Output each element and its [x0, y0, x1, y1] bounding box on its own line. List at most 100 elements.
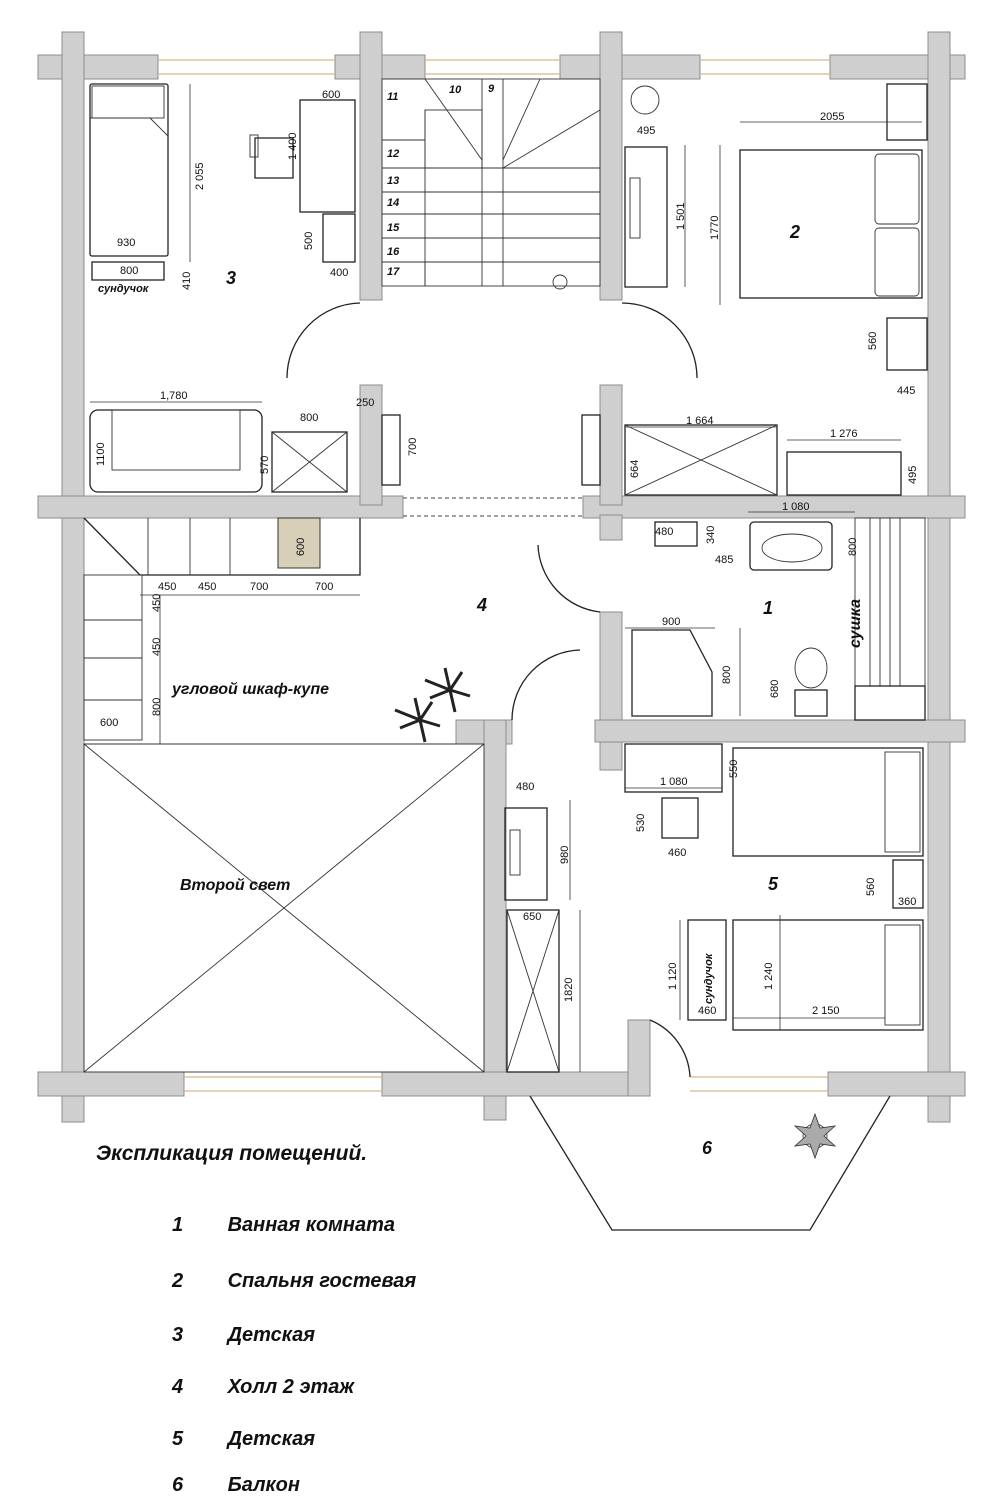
dimension-label: 2 150	[812, 1005, 840, 1017]
dimension-label: 700	[315, 581, 333, 593]
dimension-label: 1 240	[763, 962, 775, 990]
legend-item: 3 Детская	[172, 1324, 315, 1347]
legend-item-name: Детская	[227, 1324, 316, 1346]
room-number-4: 4	[476, 595, 487, 615]
dimension-label: 480	[516, 781, 534, 793]
dimension-label: 450	[151, 594, 163, 612]
dimension-label: 530	[635, 814, 647, 832]
dimension-label: 664	[629, 460, 641, 478]
dimension-label: 450	[151, 638, 163, 656]
plant-icon	[394, 697, 441, 743]
second-light-label: Второй свет	[180, 877, 290, 894]
stair-step-label: 13	[387, 175, 399, 187]
dimension-label: 550	[728, 760, 740, 778]
dimension-label: 560	[865, 878, 877, 896]
dimension-label: 900	[662, 616, 680, 628]
dimension-label: 570	[259, 456, 271, 474]
dimension-label: 800	[120, 265, 138, 277]
staircase: 9 10 11 12 13 14 15 16 17	[381, 78, 601, 290]
dimension-label: 600	[100, 717, 118, 729]
bathroom-furniture: 1 сушка	[631, 517, 926, 721]
dimension-label: 410	[181, 272, 193, 290]
dimension-label: 600	[295, 538, 307, 556]
room-number-3: 3	[226, 268, 236, 288]
dimension-label: 360	[898, 896, 916, 908]
dimension-label: 2 055	[194, 162, 206, 190]
dimension-label: 650	[523, 911, 541, 923]
chest-label: сундучок	[703, 952, 715, 1004]
room-3-furniture: 3	[89, 83, 401, 493]
legend-item-number: 3	[172, 1324, 184, 1346]
chest-label: сундучок	[98, 283, 150, 295]
dimension-label: 500	[303, 232, 315, 250]
dryer-label: сушка	[847, 599, 864, 648]
legend-item-name: Ванная комната	[227, 1214, 396, 1236]
dimension-label: 680	[769, 680, 781, 698]
stair-step-label: 9	[488, 83, 495, 95]
dimension-label: 1770	[709, 216, 721, 240]
legend-item: 1 Ванная комната	[172, 1214, 395, 1237]
legend-item-number: 1	[172, 1214, 184, 1236]
dimension-label: 1,780	[160, 390, 188, 402]
dimension-label: 445	[897, 385, 915, 397]
room-5-furniture: 5	[504, 743, 924, 1073]
dimension-label: 250	[356, 397, 374, 409]
legend-item-number: 2	[172, 1270, 184, 1292]
dimension-label: 450	[158, 581, 176, 593]
dimension-label: 700	[250, 581, 268, 593]
dimension-label: 1 080	[660, 776, 688, 788]
legend-item: 4 Холл 2 этаж	[172, 1376, 354, 1399]
dimension-label: 460	[668, 847, 686, 859]
dimension-label: 1100	[95, 442, 107, 466]
legend-item: 2 Спальня гостевая	[172, 1270, 416, 1293]
hall-furniture: 4 угловой шкаф-купе	[83, 517, 487, 745]
legend-item-name: Балкон	[227, 1474, 300, 1496]
stair-step-label: 14	[387, 197, 399, 209]
dimension-label: 600	[322, 89, 340, 101]
stair-step-label: 12	[387, 148, 399, 160]
plant-icon	[424, 667, 471, 713]
dimension-label: 2055	[820, 111, 844, 123]
dimension-label: 480	[655, 526, 673, 538]
dimension-label: 495	[907, 466, 919, 484]
dimension-label: 800	[300, 412, 318, 424]
dimension-label: 930	[117, 237, 135, 249]
plant-icon	[793, 1112, 837, 1160]
dimension-label: 700	[407, 438, 419, 456]
dimension-label: 1 080	[782, 501, 810, 513]
legend-title: Экспликация помещений.	[96, 1142, 368, 1165]
dimension-label: 450	[198, 581, 216, 593]
dimension-label: 800	[721, 666, 733, 684]
dimension-label: 485	[715, 554, 733, 566]
stair-step-label: 15	[387, 222, 400, 234]
legend-item: 5 Детская	[172, 1428, 315, 1451]
legend-item: 6 Балкон	[172, 1474, 300, 1497]
dimension-label: 1 664	[686, 415, 714, 427]
legend-item-name: Спальня гостевая	[227, 1270, 417, 1292]
legend-item-number: 4	[172, 1376, 184, 1398]
dimension-label: 1 501	[675, 202, 687, 230]
room-number-2: 2	[789, 222, 800, 242]
dimension-label: 1 276	[830, 428, 858, 440]
stair-step-label: 10	[449, 84, 462, 96]
stair-step-label: 16	[387, 246, 400, 258]
dimension-label: 800	[847, 538, 859, 556]
room-number-6: 6	[702, 1138, 713, 1158]
doors	[286, 302, 698, 1078]
dimension-label: 980	[559, 846, 571, 864]
stair-step-label: 17	[387, 266, 400, 278]
dimension-label: 400	[330, 267, 348, 279]
stair-step-label: 11	[387, 91, 398, 103]
balcony: 6	[529, 1095, 891, 1231]
dimension-label: 1 400	[287, 132, 299, 160]
legend-item-number: 6	[172, 1474, 184, 1496]
room-2-furniture: 2	[581, 83, 928, 496]
dimension-lines	[90, 84, 922, 1072]
legend-item-number: 5	[172, 1428, 184, 1450]
dimension-label: 495	[637, 125, 655, 137]
legend-item-name: Холл 2 этаж	[227, 1376, 355, 1398]
dimension-label: 1 120	[667, 962, 679, 990]
dimension-label: 460	[698, 1005, 716, 1017]
dimension-label: 560	[867, 332, 879, 350]
